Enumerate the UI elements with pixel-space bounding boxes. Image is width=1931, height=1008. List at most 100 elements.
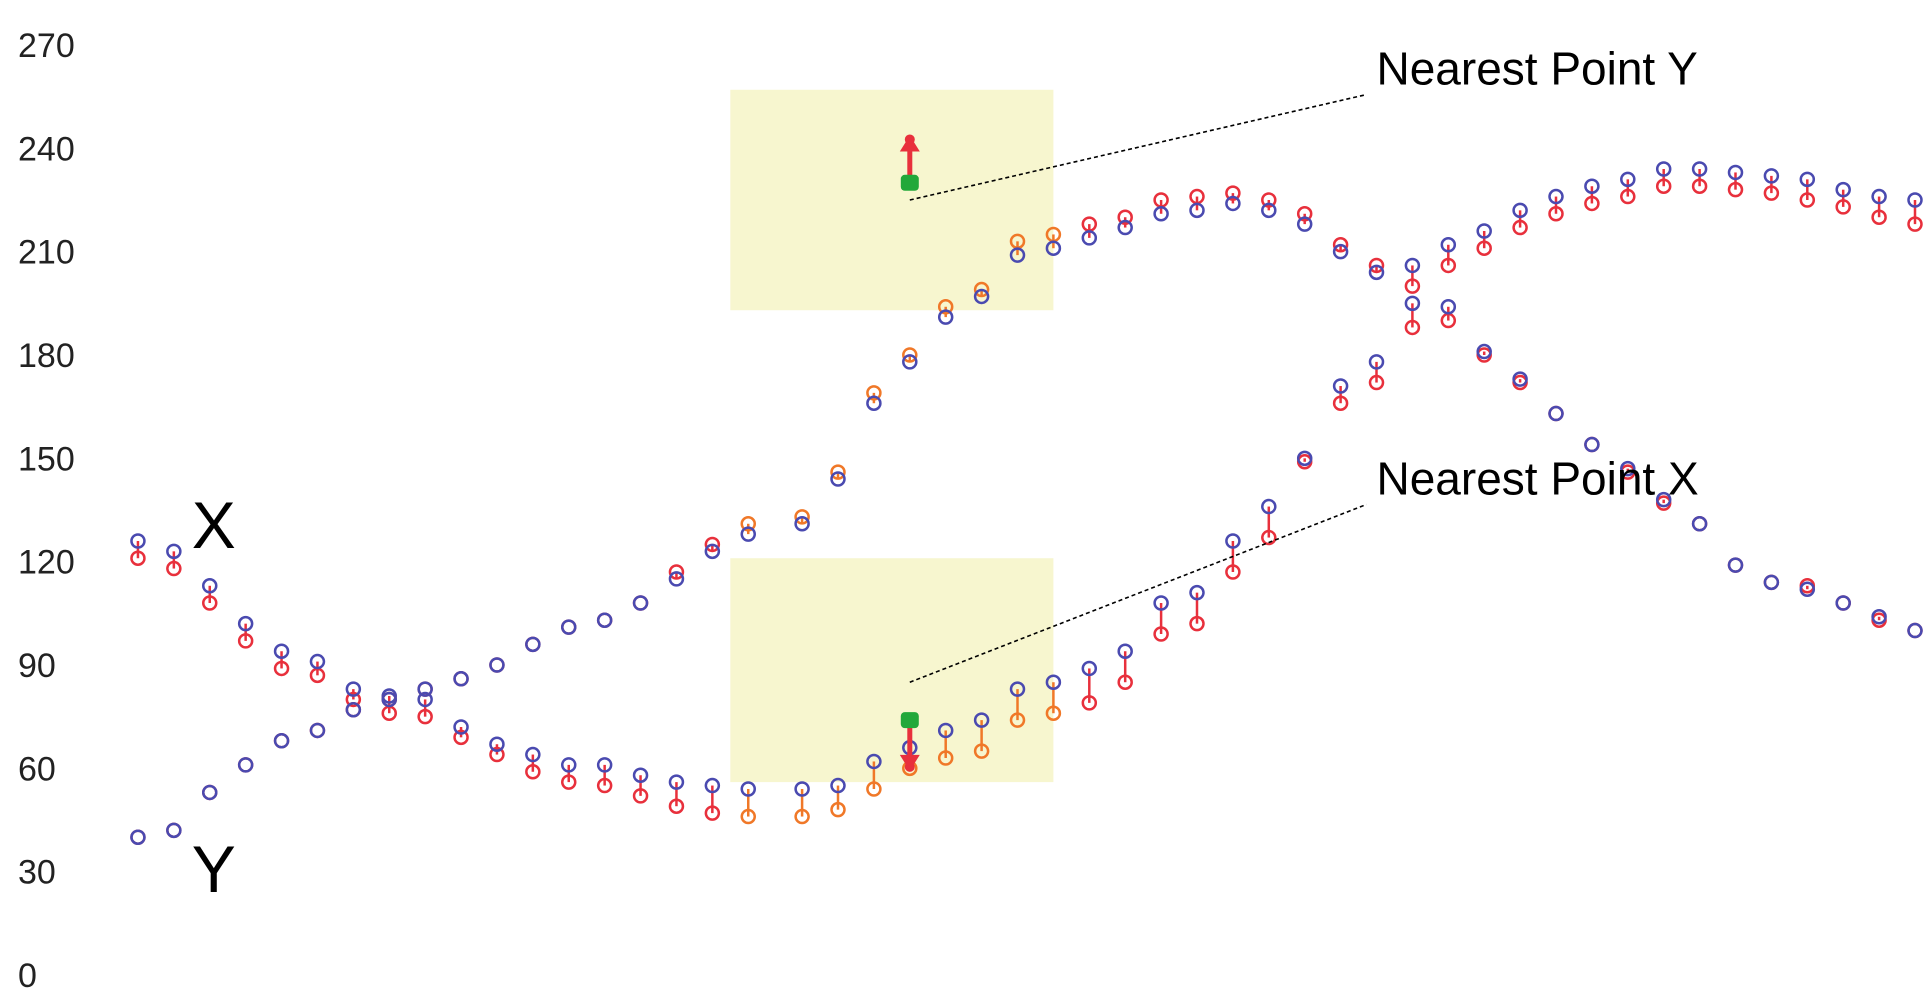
predicted-point [1512,219,1528,236]
predicted-point [1655,178,1672,194]
data-points [130,161,1923,845]
nearest-point-marker [900,174,919,191]
measured-point [237,615,254,632]
measured-point [130,533,146,549]
predicted-point [273,660,290,677]
measured-point [632,595,649,611]
measured-point [1189,202,1205,219]
nearest-arrows [899,134,920,772]
measured-point [489,736,505,752]
predicted-point [1332,395,1349,411]
measured-point [1763,574,1780,591]
predicted-point [453,729,469,746]
y-tick-label: 0 [18,957,37,995]
measured-point [1835,595,1851,611]
measured-point [1512,202,1528,219]
measured-point [704,777,721,794]
y-tick-label: 240 [18,130,75,168]
measured-point [1476,343,1492,360]
predicted-point [632,788,649,804]
predicted-point [740,808,756,825]
measured-point [417,681,433,697]
measured-point [1189,584,1205,601]
predicted-point [1368,257,1385,274]
predicted-point [1727,181,1744,198]
measured-point [973,288,990,305]
measured-point [237,757,254,773]
y-tick-label: 30 [18,854,56,892]
measured-point [1045,674,1062,690]
measured-point [668,571,685,587]
predicted-point [1296,206,1313,222]
measured-point [202,578,218,594]
predicted-point [668,798,685,814]
measured-point [1009,247,1026,263]
measured-point [1117,219,1133,236]
measured-point [704,543,721,560]
y-tick-label: 150 [18,440,75,478]
measured-point [1404,295,1421,312]
predicted-point [130,550,146,566]
predicted-point [1117,209,1133,225]
series-y [130,161,1923,845]
annotation-label: Nearest Point Y [1377,43,1698,95]
measured-point [345,702,362,718]
series-x [130,295,1923,825]
y-tick-label: 210 [18,234,75,272]
measured-point [1332,243,1349,260]
measured-point [453,719,469,735]
predicted-point [525,764,541,780]
measured-point [273,733,290,749]
measured-point [525,636,541,653]
predicted-point [1117,674,1133,690]
predicted-point [1225,185,1241,201]
predicted-point [937,299,954,315]
measured-point [381,691,397,708]
measured-point [1404,257,1421,274]
measured-point [1045,240,1062,256]
predicted-point [973,281,990,298]
predicted-point [1225,564,1241,580]
measured-point [1799,581,1816,597]
y-tick-label: 180 [18,337,75,375]
predicted-point [830,464,846,480]
measured-point [937,722,954,739]
measured-point [1081,660,1098,677]
measured-point [866,395,882,411]
measured-point [1440,299,1457,315]
measured-point [830,777,846,794]
predicted-point [1153,626,1169,642]
predicted-point [794,509,810,525]
measured-point [1332,378,1349,394]
measured-point [1727,557,1744,573]
measured-point [1691,161,1708,177]
measured-point [668,774,685,790]
measured-point [740,781,756,797]
measured-point [1871,609,1887,625]
measured-point [489,657,505,673]
predicted-point [794,808,810,825]
measured-point [596,757,613,773]
measured-point [1368,264,1385,281]
measured-point [1871,188,1887,205]
predicted-point [1081,695,1098,711]
measured-point [166,543,182,560]
measured-point [1440,237,1457,253]
measured-point [740,526,756,542]
measured-point [202,784,218,801]
predicted-point [704,536,721,553]
series-label-y: Y [192,832,236,906]
predicted-point [1332,237,1349,253]
predicted-point [596,777,613,794]
predicted-point [489,746,505,763]
predicted-point [740,516,756,532]
measured-point [1907,622,1923,639]
measured-point [1907,192,1923,208]
measured-point [1835,181,1851,198]
predicted-point [237,633,254,649]
arrow-tip-dot [904,134,915,145]
measured-point [1548,188,1564,205]
measured-point [417,691,433,708]
